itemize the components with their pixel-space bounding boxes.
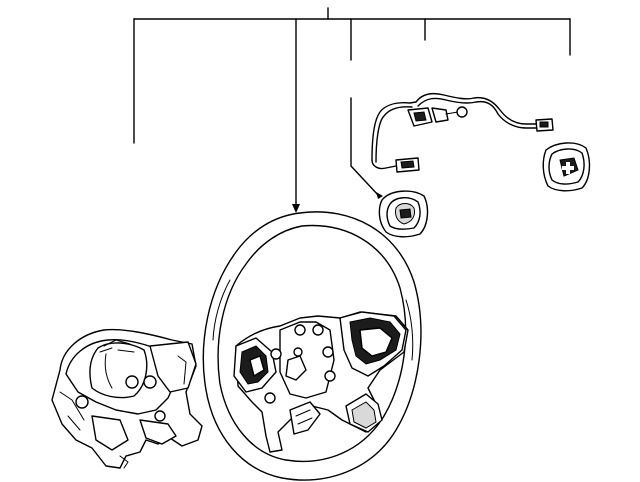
- leader-lines: [133, 7, 571, 213]
- leader-switch-left-arrow-line: [350, 97, 380, 197]
- airbag-module-icon: [51, 328, 203, 469]
- wiring-harness-icon: [371, 93, 554, 173]
- directional-switch-icon: [542, 142, 591, 192]
- steering-wheel-icon: [202, 211, 422, 481]
- leader-wheel-arrow: [292, 204, 300, 213]
- control-switch-icon: [378, 190, 429, 238]
- leader-switch-left-arrow: [376, 192, 383, 199]
